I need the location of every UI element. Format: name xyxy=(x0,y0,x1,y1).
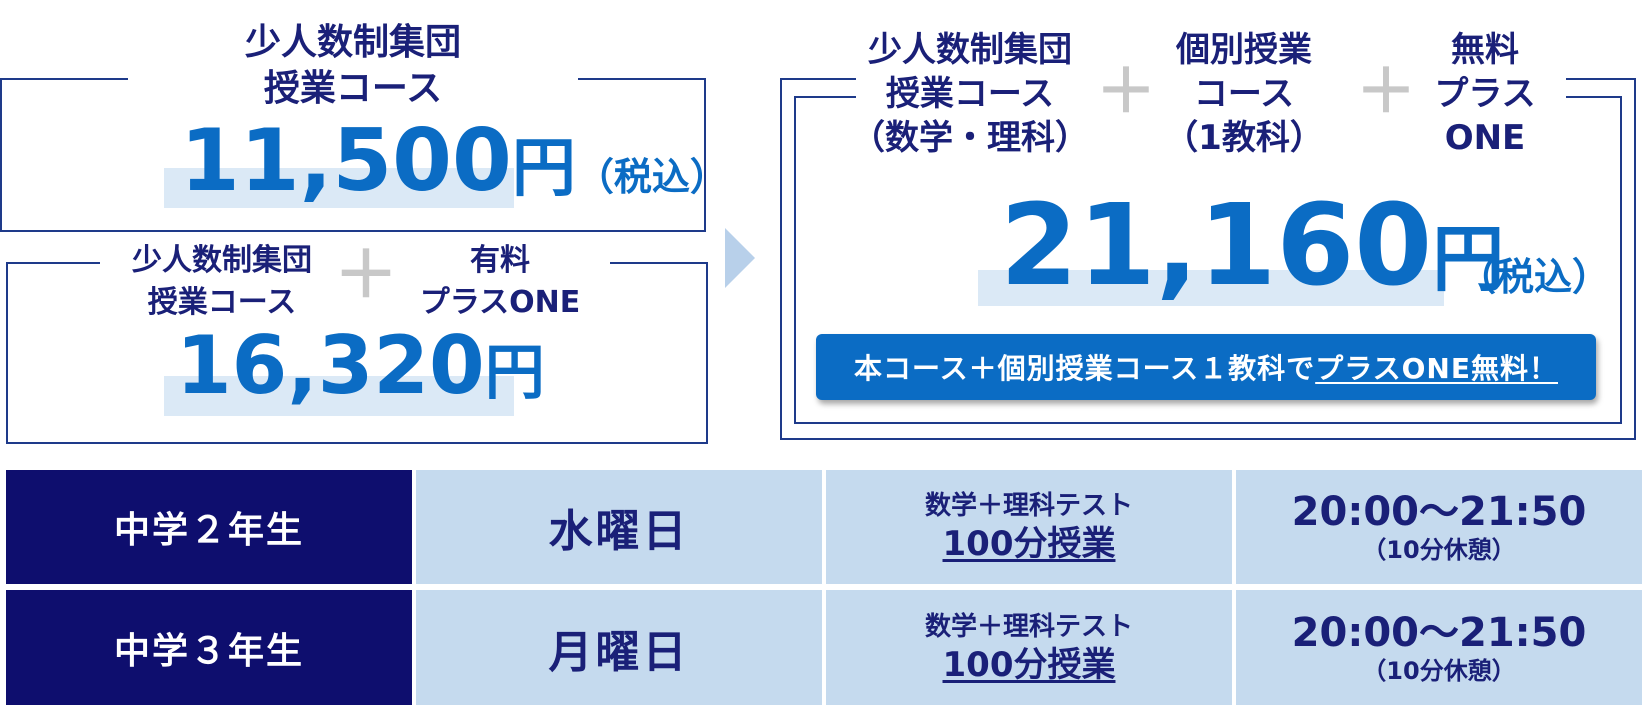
price-value: 11,500 xyxy=(180,111,512,211)
lesson-cell: 数学＋理科テスト 100分授業 xyxy=(826,470,1232,584)
subject-text: 数学＋理科テスト xyxy=(924,611,1133,642)
lesson-duration: 100分授業 xyxy=(942,644,1116,685)
course-label-line2: 授業コース xyxy=(263,68,443,109)
combo-label-line1: 少人数制集団 xyxy=(868,30,1072,70)
lesson-duration: 100分授業 xyxy=(942,524,1116,564)
price-value: 16,320 xyxy=(176,319,485,412)
time-cell: 20:00～21:50 （10分休憩） xyxy=(1236,470,1642,584)
combo-label-line1: 無料 xyxy=(1451,30,1519,70)
price-yen: 円 xyxy=(511,132,576,206)
combo-label-line2: コース xyxy=(1193,74,1295,114)
promo-text: 本コース＋個別授業コース１教科で xyxy=(853,352,1316,385)
combo-label-line3: （1教科） xyxy=(1164,118,1324,158)
lesson-cell: 数学＋理科テスト 100分授業 xyxy=(826,590,1232,705)
time-cell: 20:00～21:50 （10分休憩） xyxy=(1236,590,1642,705)
price-combo: 21,160円 xyxy=(1000,190,1504,302)
price-group: 11,500円（税込） xyxy=(180,118,728,204)
tax-label: （税込） xyxy=(575,155,728,199)
course-label-group: 少人数制集団 授業コース xyxy=(128,20,578,112)
time-range: 20:00～21:50 xyxy=(1291,489,1587,535)
option-label-line1: 有料 xyxy=(470,243,530,278)
tax-label: （税込） xyxy=(1458,255,1611,299)
grade-cell: 中学２年生 xyxy=(6,470,412,584)
time-range: 20:00～21:50 xyxy=(1291,609,1587,656)
arrow-right-icon xyxy=(725,228,755,288)
plus-icon: ＋ xyxy=(1096,57,1156,127)
price-yen: 円 xyxy=(484,338,545,408)
course-label-line1: 少人数制集団 xyxy=(244,22,461,63)
break-note: （10分休憩） xyxy=(1362,536,1516,564)
combo-label-group-course: 少人数制集団 授業コース （数学・理科） xyxy=(850,28,1090,160)
grade-cell: 中学３年生 xyxy=(6,590,412,705)
break-note: （10分休憩） xyxy=(1362,656,1516,685)
combo-label-line2: プラス xyxy=(1434,74,1536,114)
course-label-left-line1: 少人数制集団 xyxy=(132,243,312,278)
combo-label-individual: 個別授業 コース （1教科） xyxy=(1144,28,1344,160)
promo-banner: 本コース＋個別授業コース１教科でプラスONE無料！ xyxy=(816,334,1596,400)
plus-icon: ＋ xyxy=(1356,57,1416,127)
price-yen: 円 xyxy=(1432,217,1505,301)
day-cell: 月曜日 xyxy=(416,590,822,705)
subject-text: 数学＋理科テスト xyxy=(924,491,1133,521)
combo-label-line3: （数学・理科） xyxy=(851,118,1089,158)
price-paid-plus: 16,320円 xyxy=(176,326,545,406)
combo-label-line2: 授業コース xyxy=(885,74,1055,114)
combo-label-free-plus: 無料 プラス ONE xyxy=(1410,28,1560,160)
combo-label-line1: 個別授業 xyxy=(1176,30,1312,70)
promo-link[interactable]: プラスONE無料！ xyxy=(1315,352,1558,385)
price-value: 21,160 xyxy=(1000,181,1433,311)
course-label-left-line2: 授業コース xyxy=(147,285,297,320)
day-cell: 水曜日 xyxy=(416,470,822,584)
option-label-paid: 有料 プラスONE xyxy=(400,240,600,324)
course-label-left: 少人数制集団 授業コース xyxy=(112,240,332,324)
combo-label-line3: ONE xyxy=(1444,118,1526,158)
option-label-line2: プラスONE xyxy=(419,285,581,320)
plus-icon: ＋ xyxy=(334,239,398,313)
